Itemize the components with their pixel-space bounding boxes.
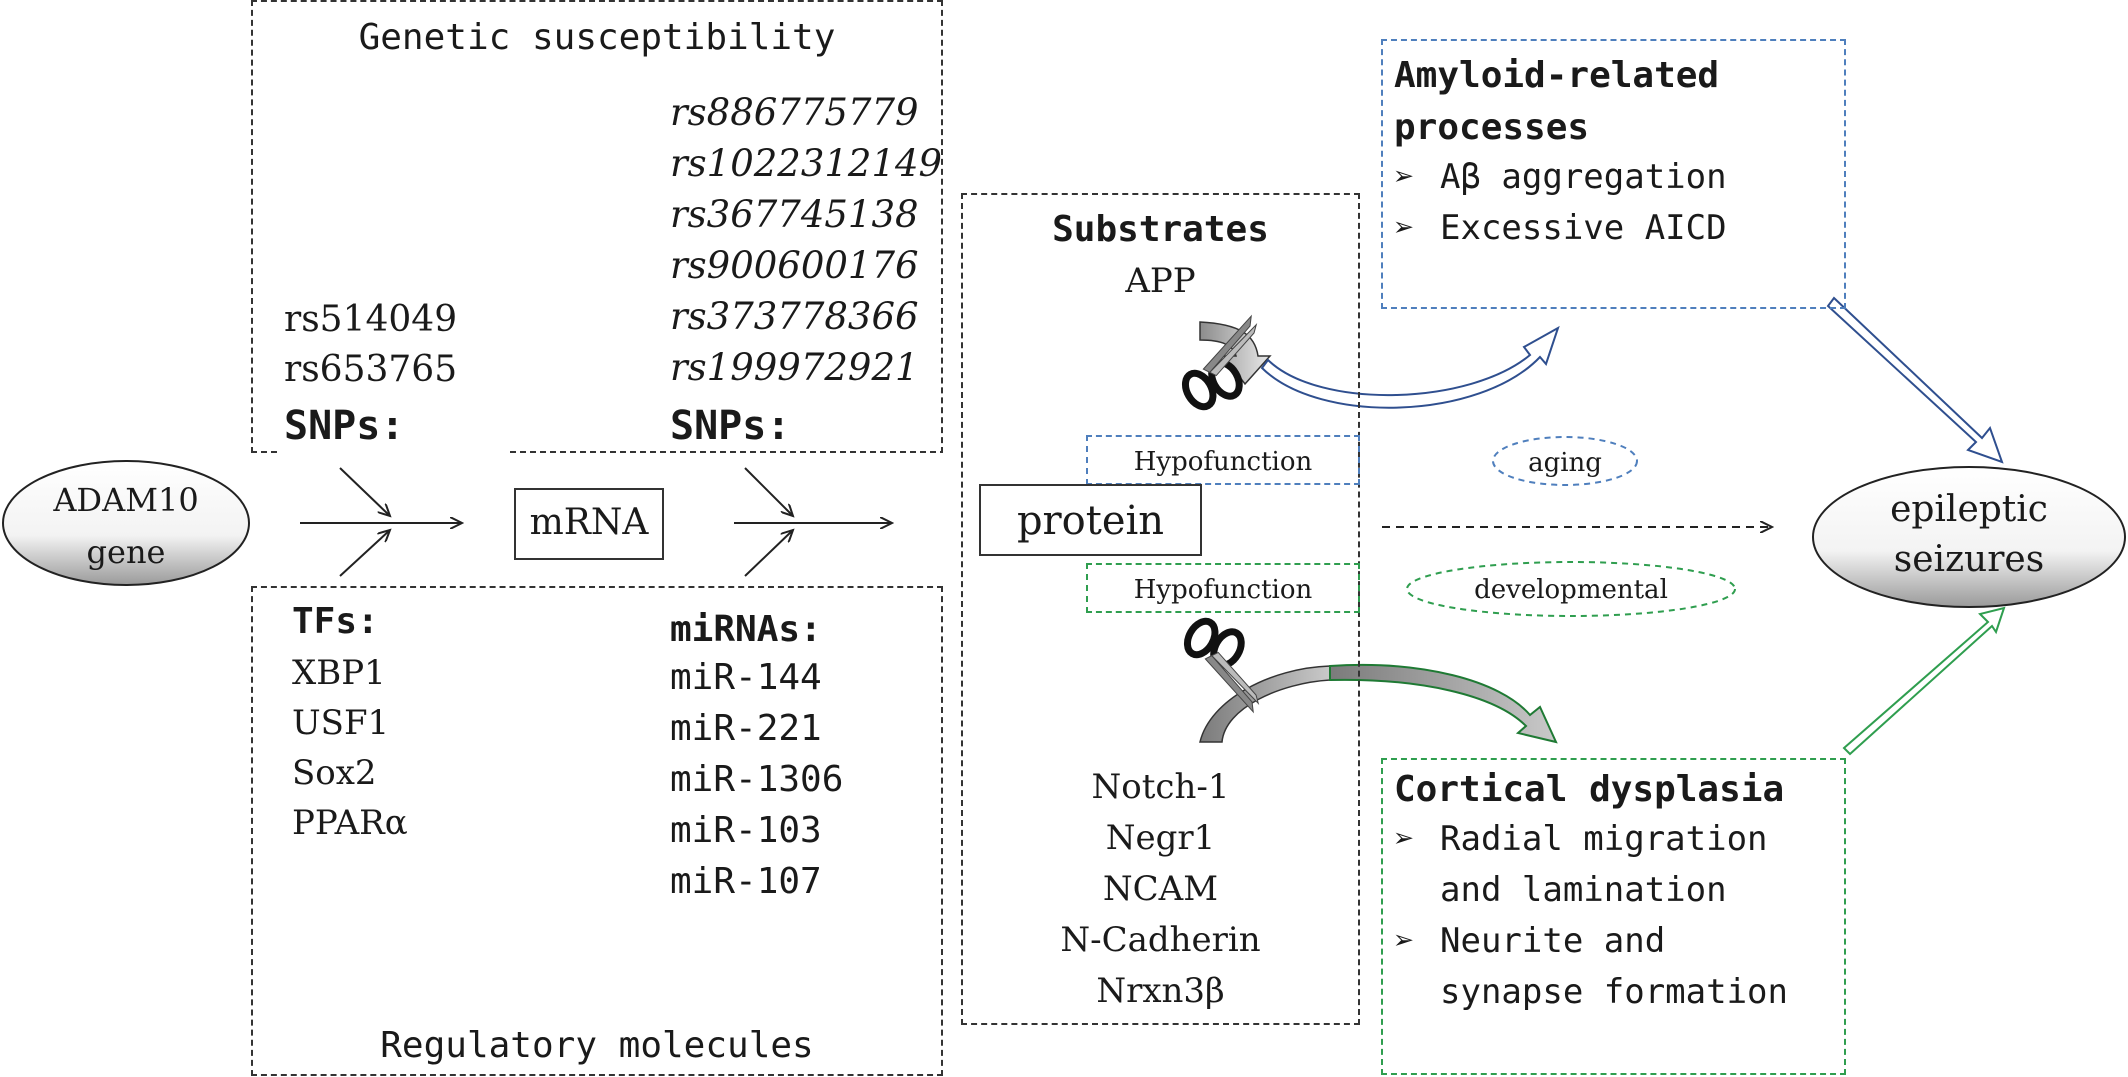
mrna-label: mRNA <box>529 502 649 543</box>
amyloid-title-line2: processes <box>1394 107 1590 148</box>
substrates-title: Substrates <box>1052 209 1269 250</box>
mirnas-label: miRNAs: <box>670 609 822 650</box>
mirna-5: miR-107 <box>670 861 822 902</box>
snp-right-1: rs886775779 <box>670 91 919 134</box>
mirna-arrow <box>744 530 793 577</box>
tf-2: USF1 <box>292 703 390 743</box>
genetic-title: Genetic susceptibility <box>358 17 836 58</box>
amyloid-title-line1: Amyloid-related <box>1394 55 1720 96</box>
outcome-ellipse <box>1812 466 2126 608</box>
snp-left-label: SNPs: <box>284 403 405 449</box>
snp-left-2: rs653765 <box>284 349 458 390</box>
tfs-label: TFs: <box>292 601 379 642</box>
snp-left-arrow <box>339 467 390 516</box>
hypofunction-bottom-label: Hypofunction <box>1133 575 1313 605</box>
amyloid-bullet-1-icon: ➢ <box>1394 157 1415 197</box>
amyloid-box <box>1381 39 1846 309</box>
cortical-item-2-line1: Neurite and <box>1440 921 1666 961</box>
scissors-bottom-icon <box>1183 617 1260 714</box>
amyloid-item-2: Excessive AICD <box>1440 208 1727 248</box>
cortical-bullet-2-icon: ➢ <box>1394 921 1415 961</box>
mirna-2: miR-221 <box>670 708 822 749</box>
hypofunction-top-box <box>1086 435 1360 485</box>
tf-3: Sox2 <box>292 753 377 793</box>
app-to-amyloid-arrow <box>1260 325 1560 409</box>
aging-ellipse <box>1492 436 1638 486</box>
snp-right-5: rs373778366 <box>670 295 919 338</box>
gene-ellipse <box>2 460 250 586</box>
substrate-nrxn3b: Nrxn3β <box>1096 971 1225 1011</box>
snp-right-3: rs367745138 <box>670 193 919 236</box>
mrna-box <box>514 488 664 560</box>
substrate-app: APP <box>1125 261 1196 301</box>
regulatory-molecules-box <box>251 586 943 1076</box>
snp-right-2: rs1022312149 <box>670 142 943 185</box>
cortical-item-1-line1: Radial migration <box>1440 819 1768 859</box>
amyloid-to-seizure-arrow <box>1826 296 2004 464</box>
substrate-to-cortical-arrow <box>1329 663 1558 744</box>
hypofunction-bottom-box <box>1086 563 1360 613</box>
gene-label-line1: ADAM10 <box>53 481 199 519</box>
snp-right-4: rs900600176 <box>670 244 919 287</box>
substrate-notch1: Notch-1 <box>1091 767 1230 807</box>
tf-arrow <box>339 530 390 577</box>
mirna-4: miR-103 <box>670 810 822 851</box>
protein-label: protein <box>1016 498 1165 544</box>
genetic-susceptibility-box <box>251 0 943 453</box>
cortical-box <box>1381 758 1846 1075</box>
cortical-item-1-line2: and lamination <box>1440 870 1727 910</box>
outcome-label-line2: seizures <box>1893 539 2045 580</box>
substrate-negr1: Negr1 <box>1105 818 1216 858</box>
snp-left-1: rs514049 <box>284 299 458 340</box>
snp-right-6: rs199972921 <box>670 346 919 389</box>
developmental-ellipse <box>1406 561 1736 617</box>
protein-box <box>979 484 1202 556</box>
snp-right-arrow <box>744 467 793 516</box>
tf-1: XBP1 <box>292 653 386 693</box>
developmental-label: developmental <box>1474 575 1668 605</box>
mirna-1: miR-144 <box>670 657 822 698</box>
amyloid-bullet-2-icon: ➢ <box>1394 208 1415 248</box>
cortical-title: Cortical dysplasia <box>1394 769 1785 810</box>
gene-label-line2: gene <box>86 533 166 571</box>
cortical-to-seizure-arrow <box>1842 606 2006 756</box>
hypofunction-top-label: Hypofunction <box>1133 447 1313 477</box>
regulatory-title: Regulatory molecules <box>380 1025 814 1066</box>
cortical-item-2-line2: synapse formation <box>1440 972 1788 1012</box>
tf-4: PPARα <box>292 803 408 843</box>
mirna-3: miR-1306 <box>670 759 844 800</box>
aging-label: aging <box>1528 448 1602 478</box>
scissors-top-icon <box>1181 314 1258 411</box>
substrate-ncam: NCAM <box>1102 869 1219 909</box>
amyloid-item-1: Aβ aggregation <box>1440 157 1727 197</box>
snp-right-label: SNPs: <box>670 403 791 449</box>
substrate-ncadherin: N-Cadherin <box>1060 920 1261 960</box>
cortical-bullet-1-icon: ➢ <box>1394 819 1415 859</box>
outcome-label-line1: epileptic <box>1890 489 2048 530</box>
